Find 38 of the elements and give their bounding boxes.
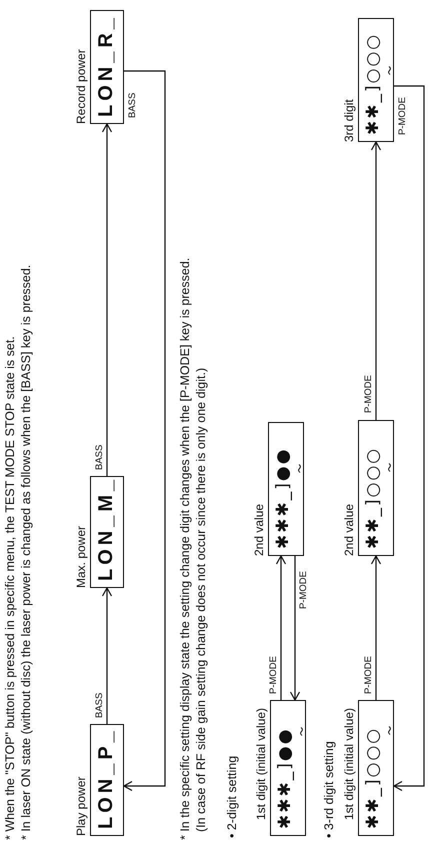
arrow <box>276 555 286 700</box>
edge-label: P-MODE <box>268 655 279 695</box>
edge-label: P-MODE <box>397 96 408 136</box>
display-caption: 1st digit (initial value) <box>255 708 268 820</box>
display-caption: Record power <box>75 49 88 124</box>
display-caption: 2nd value <box>253 504 266 556</box>
note-text: • 2-digit setting <box>225 756 239 838</box>
edge-label: P-MODE <box>363 655 374 695</box>
display-readout: LON_P_ <box>94 727 118 829</box>
display-readout: LON_R_ <box>94 14 118 117</box>
arrow <box>123 70 166 792</box>
note-text: * In laser ON state (without disc) the laser power is changed as follows when the [BASS] key is pressed. <box>19 264 33 840</box>
note-text: • 3-rd digit setting <box>322 741 336 838</box>
display-readout: ✱✱_]○○○ <box>362 32 384 135</box>
edge-label: BASS <box>94 444 105 471</box>
display-readout: LON_M_ <box>94 476 118 581</box>
arrow <box>290 556 300 701</box>
note-text: * In the specific setting display state the setting change digit changes when the [P-MODE] key is pressed. <box>178 258 192 840</box>
edge-label: P-MODE <box>298 570 309 610</box>
display-readout: ✱✱_]○○○ <box>362 446 384 549</box>
edge-label: P-MODE <box>363 374 374 414</box>
display-caption: 1st digit (initial value) <box>343 708 356 820</box>
display-caption: 2nd value <box>343 504 356 556</box>
display-caption: 3rd digit <box>343 99 356 142</box>
display-caption: Play power <box>75 776 88 836</box>
arrow <box>102 587 112 724</box>
arrow <box>393 85 425 792</box>
display-readout: ✱✱✱_]●● <box>274 727 296 829</box>
display-readout: ✱✱_]○○○ <box>362 726 384 829</box>
note-text: * When the "STOP" button is pressed in specific menu, the TEST MODE STOP state is set. <box>3 336 17 840</box>
display-caption: Max. power <box>75 526 88 588</box>
arrow <box>370 141 382 420</box>
edge-label: BASS <box>127 92 138 119</box>
display-readout: ✱✱✱_]●● <box>272 447 294 549</box>
arrow <box>102 123 112 476</box>
note-text: (In case of RF side gain setting change does not occur since there is only one digit.) <box>194 368 208 832</box>
edge-label: BASS <box>94 692 105 719</box>
arrow <box>370 555 382 700</box>
